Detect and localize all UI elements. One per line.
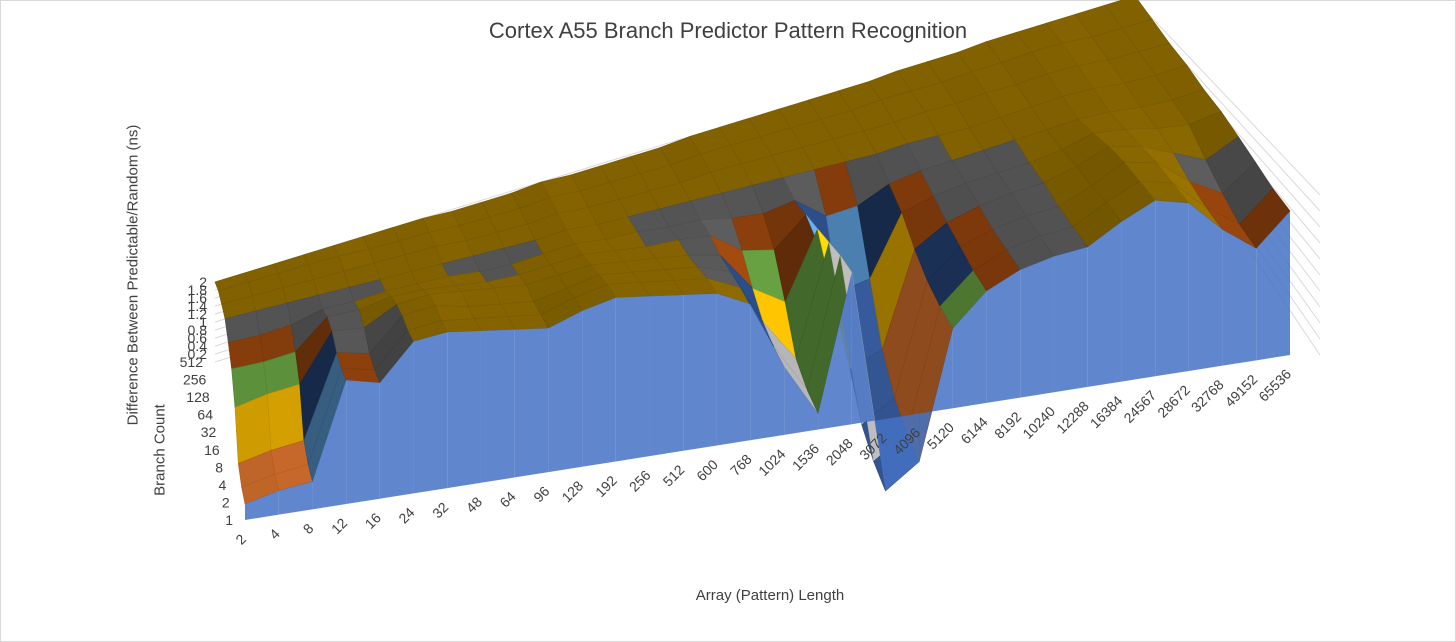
depth-tick-label: 64 xyxy=(197,407,213,423)
surface-front-face xyxy=(885,413,920,491)
x-tick-label: 192 xyxy=(592,472,620,500)
x-tick-label: 12 xyxy=(328,515,350,537)
surface-patch xyxy=(267,383,305,451)
surface-front-face xyxy=(1222,229,1257,366)
surface-front-face xyxy=(346,380,380,505)
surface-front-face xyxy=(649,294,684,457)
x-tick-label: 8192 xyxy=(991,408,1024,441)
chart-title: Cortex A55 Branch Predictor Pattern Reco… xyxy=(488,18,968,43)
surface-front-face xyxy=(514,328,549,478)
surface-front-face xyxy=(986,269,1021,403)
x-tick-label: 28672 xyxy=(1154,382,1193,421)
x-tick-label: 2048 xyxy=(823,435,856,468)
surface-front-face xyxy=(952,290,987,409)
depth-axis-title: Branch Count xyxy=(151,404,169,496)
x-tick-label: 32 xyxy=(429,499,451,521)
surface-front-face xyxy=(1121,200,1156,382)
x-tick-label: 24567 xyxy=(1120,387,1159,426)
surface-front-face xyxy=(851,272,886,491)
depth-tick-label: 128 xyxy=(186,389,210,405)
depth-tick-label: 8 xyxy=(215,459,223,475)
surface-front-face xyxy=(683,293,717,451)
surface-front-face xyxy=(447,330,481,489)
surface-front-face xyxy=(615,296,650,462)
surface-front-face xyxy=(716,293,751,446)
surface-front-face xyxy=(582,297,616,467)
surface-front-face xyxy=(1054,246,1088,393)
x-tick-label: 96 xyxy=(530,483,552,505)
surface-front-face xyxy=(413,332,448,494)
surface-front-face xyxy=(1155,200,1189,377)
x-tick-label: 1024 xyxy=(755,446,788,479)
x-tick-label: 6144 xyxy=(957,414,990,447)
x-tick-label: 16384 xyxy=(1087,392,1126,431)
x-tick-label: 768 xyxy=(727,451,755,479)
surface-front-face xyxy=(1087,221,1122,387)
surface-front-face xyxy=(1188,202,1223,371)
z-tick-label: 0.2 xyxy=(188,346,208,362)
x-tick-label: 49152 xyxy=(1222,371,1261,410)
z-tick-label: 1.2 xyxy=(188,306,208,322)
z-tick-label: 1 xyxy=(199,314,207,330)
depth-tick-label: 512 xyxy=(180,354,204,370)
z-tick-label: 0.6 xyxy=(188,330,208,346)
surface-front-face xyxy=(312,380,347,510)
surface-patch xyxy=(331,327,370,354)
surface-patch xyxy=(1239,187,1291,249)
z-gridline xyxy=(214,0,1321,283)
x-tick-label: 12288 xyxy=(1053,398,1092,437)
z-axis-title: Difference Between Predictable/Random (n… xyxy=(124,124,142,426)
x-tick-label: 16 xyxy=(362,509,384,531)
x-tick-label: 64 xyxy=(496,488,518,510)
x-tick-label: 8 xyxy=(300,520,317,537)
surface-patch xyxy=(440,318,482,333)
surface-front-face xyxy=(245,490,279,520)
depth-tick-label: 16 xyxy=(204,442,220,458)
z-tick-label: 1.8 xyxy=(188,282,208,298)
surface-front-face xyxy=(1020,256,1055,398)
x-tick-label: 1536 xyxy=(789,440,822,473)
depth-tick-label: 2 xyxy=(222,494,230,510)
surface-front-face xyxy=(818,272,852,430)
surface-front-face xyxy=(784,366,819,435)
surface-front-face xyxy=(548,310,583,473)
z-tick-label: 1.6 xyxy=(188,290,208,306)
surface-patch xyxy=(336,352,376,371)
x-tick-label: 4 xyxy=(266,525,283,542)
z-tick-label: 2 xyxy=(199,274,207,290)
depth-tick-label: 256 xyxy=(183,372,207,388)
depth-tick-label: 4 xyxy=(219,477,227,493)
x-tick-label: 24 xyxy=(395,504,417,526)
x-tick-label: 32768 xyxy=(1188,376,1227,415)
depth-tick-label: 1 xyxy=(225,512,233,528)
surface-front-face xyxy=(379,341,414,499)
x-tick-label: 10240 xyxy=(1019,403,1058,442)
surface-front-face xyxy=(1256,211,1290,361)
x-tick-label: 256 xyxy=(626,467,654,495)
surface-front-face xyxy=(278,481,313,515)
z-tick-label: 1.4 xyxy=(188,298,208,314)
surface-front-face xyxy=(919,328,953,462)
x-tick-label: 600 xyxy=(693,456,721,484)
depth-tick-label: 32 xyxy=(201,424,217,440)
surface-front-face xyxy=(750,304,785,441)
x-tick-label: 128 xyxy=(558,477,586,505)
z-tick-label: 0.8 xyxy=(188,322,208,338)
surface-front-face xyxy=(480,329,515,483)
z-tick-label: 0.4 xyxy=(188,338,208,354)
x-tick-label: 2 xyxy=(232,531,249,548)
x-axis-title: Array (Pattern) Length xyxy=(695,587,845,604)
x-tick-label: 65536 xyxy=(1255,366,1294,405)
x-tick-label: 512 xyxy=(660,461,688,489)
x-tick-label: 48 xyxy=(463,493,485,515)
